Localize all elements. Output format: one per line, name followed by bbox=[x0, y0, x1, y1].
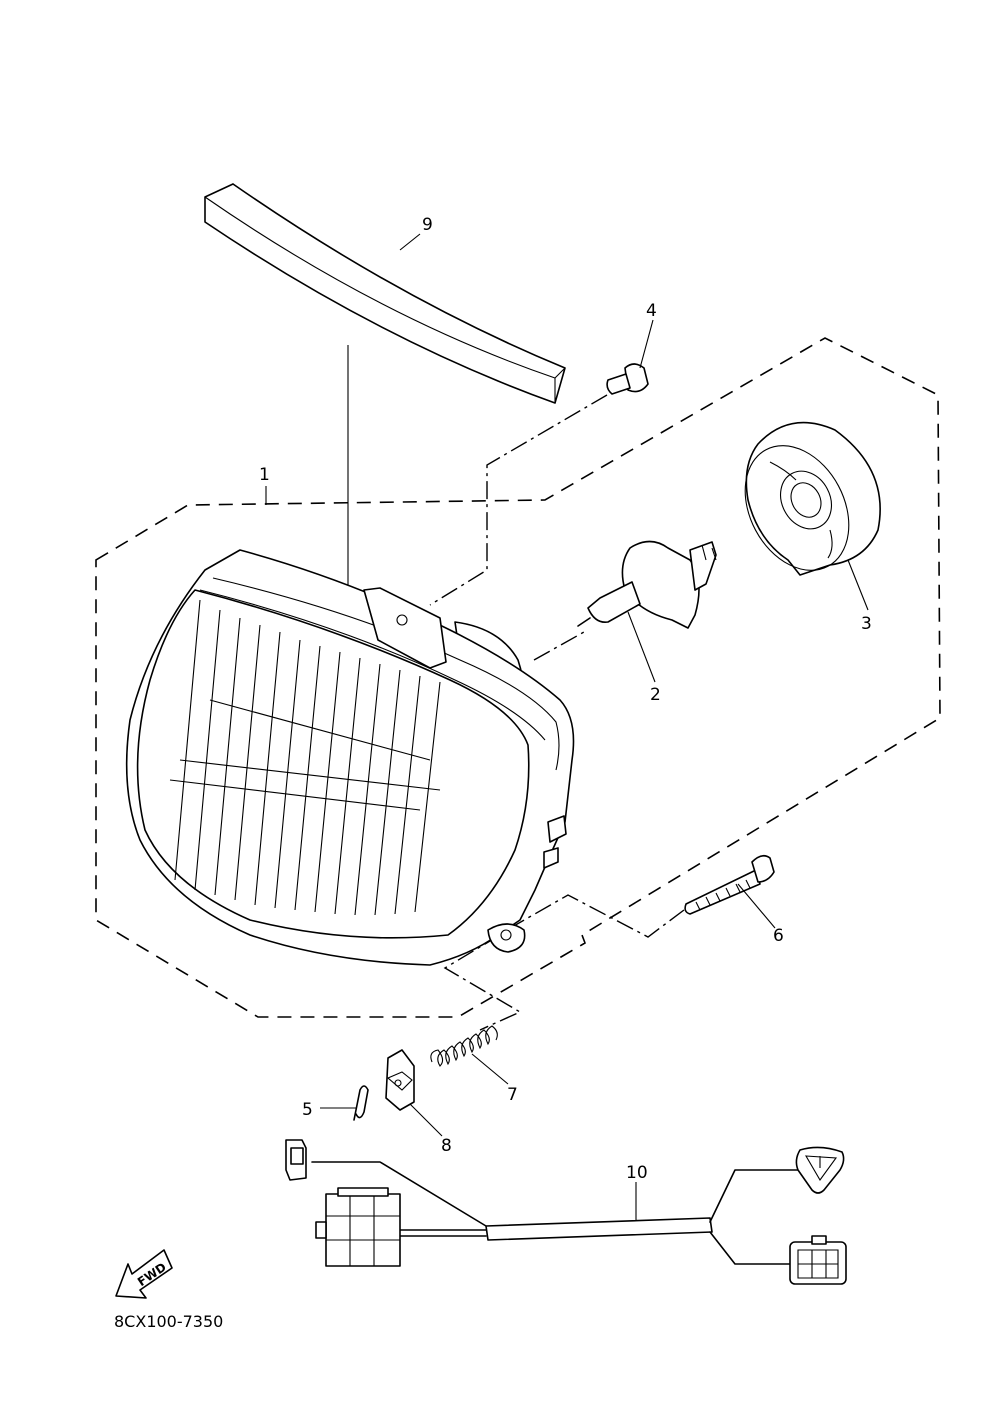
callout-leaders bbox=[265, 233, 869, 1220]
callout-9: 9 bbox=[422, 215, 433, 235]
part-9-foam-strip bbox=[204, 183, 566, 404]
connector-large bbox=[325, 1193, 401, 1267]
callout-1: 1 bbox=[259, 465, 270, 485]
callout-8: 8 bbox=[441, 1136, 452, 1156]
callout-6: 6 bbox=[773, 926, 784, 946]
callout-10: 10 bbox=[626, 1163, 648, 1183]
part-8-holder bbox=[385, 1049, 415, 1111]
callout-4: 4 bbox=[646, 301, 657, 321]
part-2-bulb bbox=[577, 540, 717, 629]
assembly-boundary bbox=[95, 337, 941, 1018]
part-4-clip bbox=[606, 363, 649, 395]
diagram-code: 8CX100-7350 bbox=[114, 1312, 223, 1331]
connector-triangle bbox=[795, 1146, 845, 1194]
leader-line-2 bbox=[533, 631, 585, 661]
part-3-bulb-cover bbox=[744, 421, 881, 576]
part-10-wire-harness bbox=[285, 1139, 847, 1285]
part-7-spring bbox=[430, 1025, 498, 1067]
leader-line-4 bbox=[429, 394, 608, 606]
leader-line-7 bbox=[443, 934, 522, 1031]
part-5-pin bbox=[353, 1085, 369, 1121]
fwd-arrow: FWD bbox=[115, 1249, 173, 1299]
callout-7: 7 bbox=[507, 1085, 518, 1105]
callout-5: 5 bbox=[302, 1100, 313, 1120]
part-6-screw bbox=[684, 854, 775, 915]
callout-3: 3 bbox=[861, 614, 872, 634]
lens-pattern bbox=[169, 599, 441, 916]
part-1-headlight-unit bbox=[125, 549, 575, 966]
callout-2: 2 bbox=[650, 685, 661, 705]
